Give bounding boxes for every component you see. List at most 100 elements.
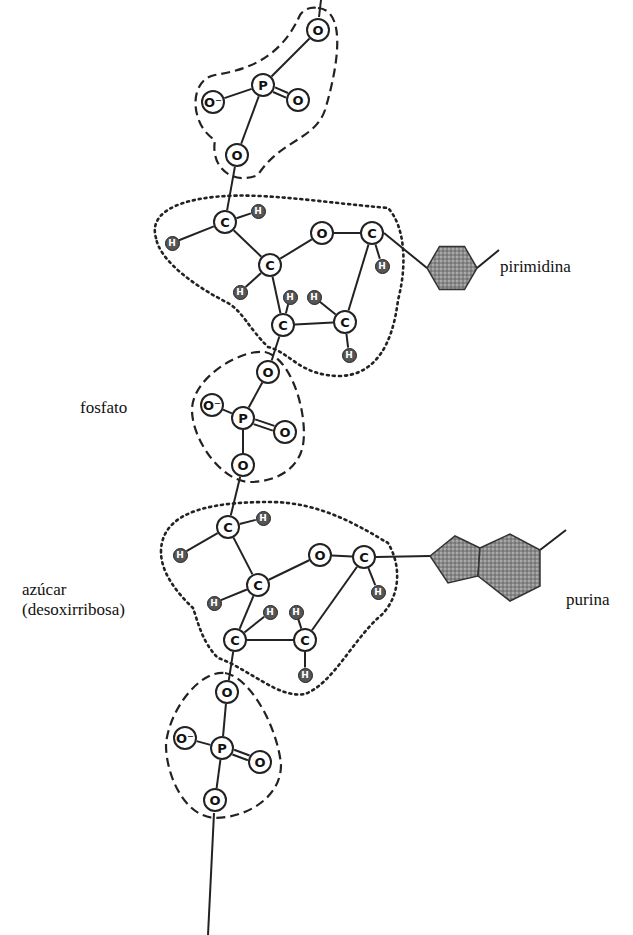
atom-circle: P: [231, 406, 255, 430]
atom-symbol: P: [258, 79, 268, 92]
atom-symbol: C: [223, 521, 233, 534]
atom-symbol: H: [168, 239, 176, 248]
atom-circle: O: [215, 680, 239, 704]
part-label: pirimidina: [500, 257, 571, 277]
atom-circle: C: [360, 221, 384, 245]
chemical-bond: [240, 520, 256, 524]
atom-circle: C: [246, 573, 270, 597]
atom-circle: O⁻: [173, 726, 197, 750]
atom-symbol: O: [254, 756, 265, 769]
atom-circle: O: [225, 143, 249, 167]
hydrogen-atom: H: [289, 605, 304, 620]
atom-circle: O: [310, 221, 334, 245]
atom-symbol: C: [300, 634, 310, 647]
hydrogen-atom: H: [298, 668, 313, 683]
atom-symbol: O: [221, 686, 232, 699]
atom-symbol: H: [286, 293, 294, 302]
chemical-bond: [346, 334, 348, 348]
pyrimidine-ring: [427, 246, 477, 289]
atom-symbol: H: [176, 551, 184, 560]
atom-symbol: O: [312, 24, 323, 37]
chemical-bond: [246, 273, 262, 287]
chemical-bond: [234, 538, 253, 575]
hydrogen-atom: H: [251, 204, 266, 219]
atom-circle: C: [271, 313, 295, 337]
atom-symbol: C: [340, 316, 350, 329]
atom-symbol: O: [292, 94, 303, 107]
atom-symbol: P: [238, 412, 248, 425]
purine-six-ring: [478, 534, 540, 601]
chemical-bond: [223, 704, 226, 736]
hydrogen-atom: H: [256, 511, 271, 526]
chemical-bond: [223, 410, 232, 414]
hydrogen-atom: H: [263, 605, 278, 620]
chemical-bond: [247, 639, 293, 641]
chemical-bond: [244, 617, 264, 633]
hydrogen-atom: H: [173, 548, 188, 563]
atom-symbol: O: [279, 426, 290, 439]
atom-symbol: O: [209, 794, 220, 807]
atom-symbol: H: [259, 514, 267, 523]
chemical-bond: [304, 652, 306, 668]
phosphate-outlines: [166, 8, 337, 818]
hydrogen-atom: H: [307, 290, 322, 305]
hydrogen-atom: H: [233, 285, 248, 300]
atom-symbol: H: [292, 608, 300, 617]
chemical-bond: [254, 419, 275, 430]
chemical-bond: [249, 383, 263, 408]
chemical-bond: [186, 533, 217, 551]
atom-circle: C: [352, 545, 376, 569]
atom-circle: O: [256, 360, 280, 384]
atom-circle: O: [286, 88, 310, 112]
sugar-outlines: [155, 196, 404, 695]
atom-symbol: H: [254, 207, 262, 216]
chemical-bond: [240, 596, 254, 629]
atom-symbol: C: [278, 319, 288, 332]
hydrogen-atom: H: [283, 290, 298, 305]
hydrogen-atom: H: [165, 236, 180, 251]
atom-circle: C: [216, 515, 240, 539]
chemical-bond: [227, 167, 235, 210]
atom-symbol: C: [253, 579, 263, 592]
chemical-bond: [179, 226, 214, 240]
atom-symbol: P: [217, 742, 227, 755]
chemical-bond: [231, 477, 240, 516]
chemical-bond: [286, 304, 288, 313]
chemical-bond: [271, 38, 309, 76]
atom-circle: O: [308, 543, 332, 567]
chemical-bond: [312, 567, 357, 630]
atom-circle: O: [203, 788, 227, 812]
atom-symbol: O: [316, 227, 327, 240]
atom-symbol: H: [310, 293, 318, 302]
atom-circle: O⁻: [201, 90, 225, 114]
part-label: fosfato: [80, 398, 127, 418]
atom-symbol: O: [314, 549, 325, 562]
atom-circle: O: [248, 750, 272, 774]
atom-circle: O: [231, 453, 255, 477]
chemical-bond: [232, 750, 249, 760]
atom-symbol: O⁻: [203, 399, 221, 412]
chemical-bond: [269, 560, 309, 580]
chemical-bond: [348, 244, 368, 310]
atom-symbol: H: [236, 288, 244, 297]
chemical-bond: [234, 230, 262, 256]
chemical-bond: [298, 619, 301, 628]
chemical-bond: [280, 239, 312, 258]
hydrogen-atom: H: [342, 348, 357, 363]
atom-symbol: C: [265, 259, 275, 272]
chemical-bond: [295, 323, 333, 325]
chemical-bond: [241, 96, 259, 144]
chemical-bond: [273, 277, 281, 314]
hydrogen-atom: H: [207, 596, 222, 611]
atom-symbol: H: [301, 671, 309, 680]
hydrogen-atom: H: [375, 259, 390, 274]
atom-circle: O: [306, 18, 330, 42]
atom-symbol: H: [374, 588, 382, 597]
atom-circle: O: [273, 420, 297, 444]
chemical-bond: [334, 232, 360, 234]
atom-circle: C: [333, 310, 357, 334]
atom-circle: C: [213, 210, 237, 234]
chemical-bond: [272, 336, 280, 360]
